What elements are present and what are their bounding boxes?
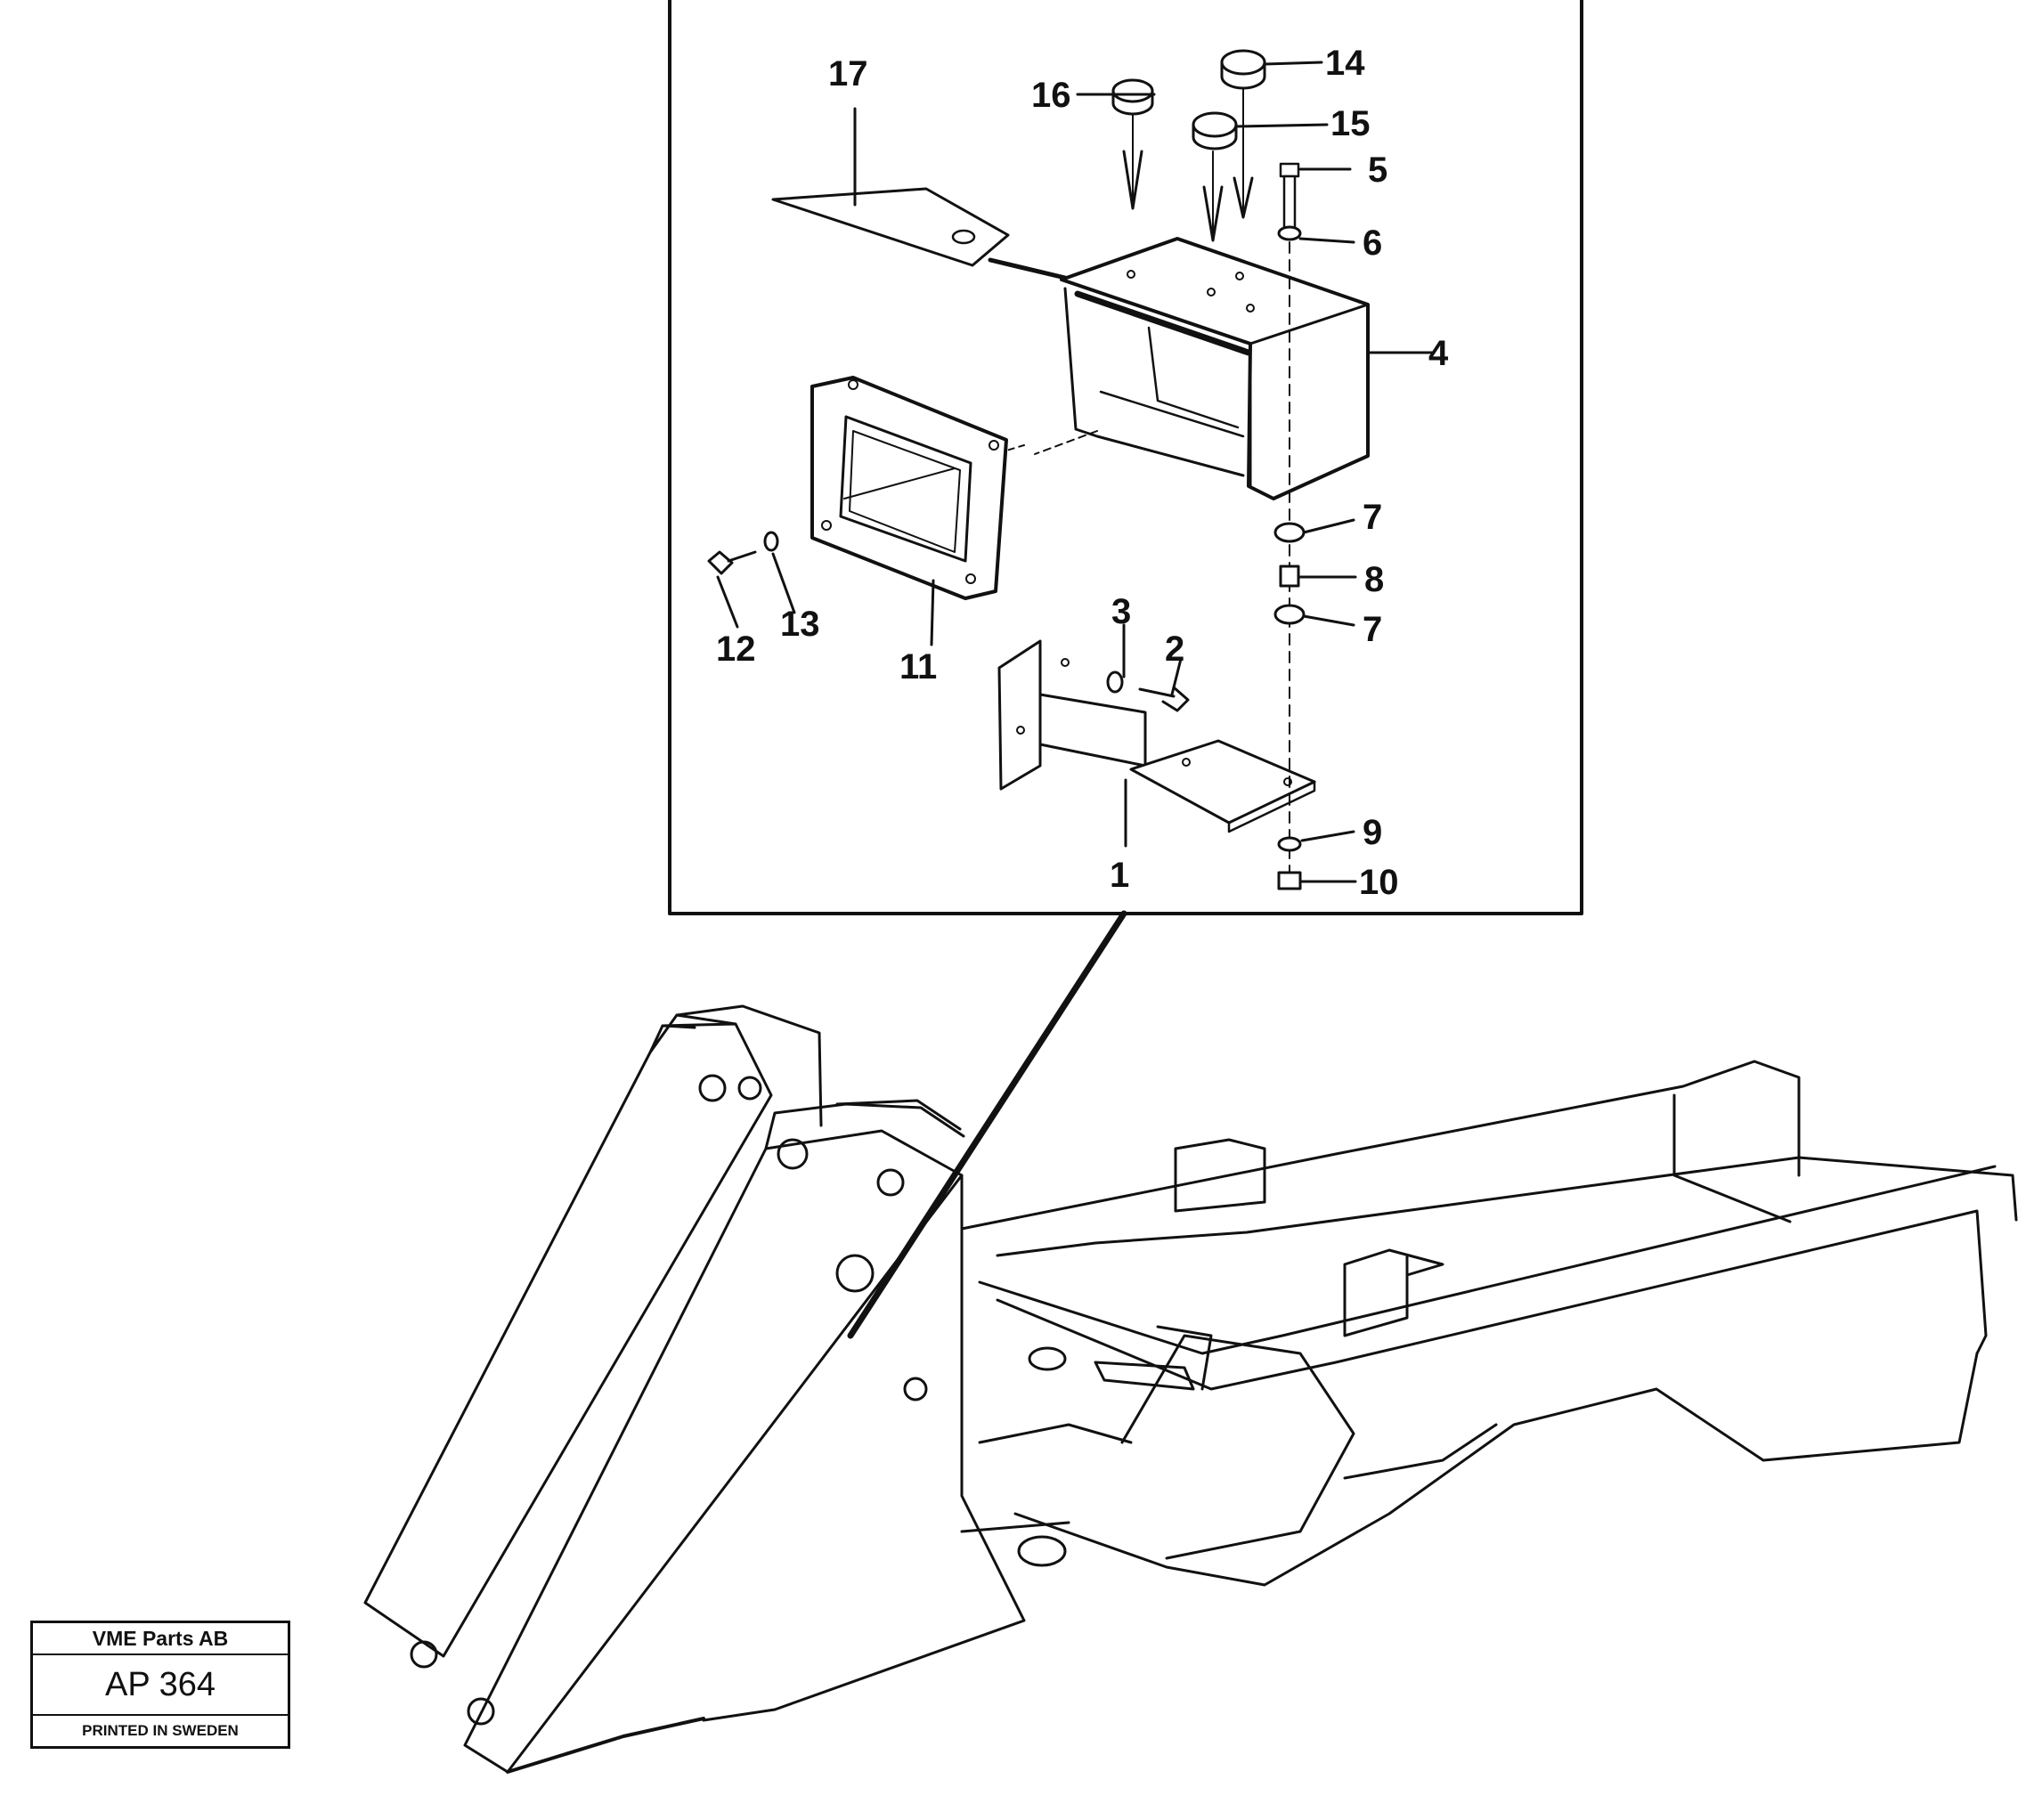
callout-7a: 7 [1363, 498, 1382, 537]
callout-10: 10 [1359, 863, 1399, 902]
stamp-printed: PRINTED IN SWEDEN [82, 1722, 239, 1739]
callout-6: 6 [1363, 223, 1382, 263]
stamp-company: VME Parts AB [33, 1623, 288, 1655]
publisher-stamp: VME Parts AB AP 364 PRINTED IN SWEDEN [30, 1621, 290, 1749]
callout-8: 8 [1364, 560, 1384, 599]
callout-15: 15 [1330, 104, 1371, 143]
callout-1: 1 [1110, 856, 1129, 895]
callout-4: 4 [1428, 334, 1449, 373]
callout-9: 9 [1363, 813, 1382, 852]
part-17-cover-plate [771, 187, 1068, 280]
detail-frame [668, 0, 1583, 915]
callout-5: 5 [1368, 150, 1387, 190]
callout-leaders [716, 61, 1436, 883]
fastener-stack [1273, 162, 1306, 890]
part-11-frame-plate [810, 376, 1025, 600]
bolts-side [707, 531, 1190, 712]
detail-leader-line [847, 910, 1127, 1339]
stamp-code: AP 364 [33, 1655, 288, 1716]
plugs [1111, 49, 1266, 242]
part-4-housing [1034, 237, 1370, 500]
callout-3: 3 [1111, 592, 1131, 631]
callout-13: 13 [780, 605, 820, 644]
callout-16: 16 [1031, 76, 1071, 115]
callout-labels: 1 2 3 4 5 6 7 8 7 9 10 11 12 13 14 15 16… [716, 44, 1449, 902]
callout-12: 12 [716, 630, 756, 669]
callout-11: 11 [899, 647, 937, 687]
callout-7b: 7 [1363, 610, 1382, 649]
callout-14: 14 [1325, 44, 1365, 83]
loader-frame [363, 1004, 2018, 1774]
callout-17: 17 [828, 54, 868, 93]
part-1-bracket [997, 639, 1316, 833]
callout-2: 2 [1165, 630, 1184, 669]
